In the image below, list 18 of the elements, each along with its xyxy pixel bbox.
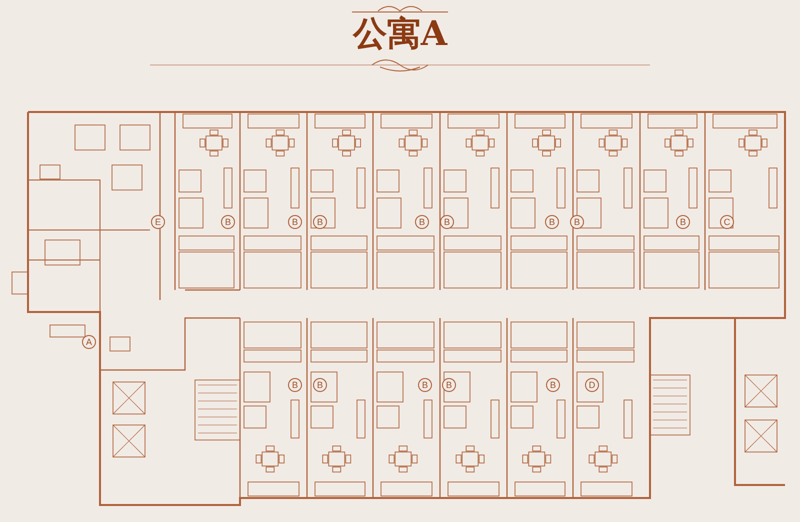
unit-label: B <box>415 215 429 229</box>
unit-label: B <box>313 215 327 229</box>
unit-label: B <box>313 378 327 392</box>
unit-label: B <box>545 215 559 229</box>
unit-label: D <box>585 378 599 392</box>
title: 公寓A <box>352 14 448 54</box>
unit-label: B <box>288 378 302 392</box>
unit-label: B <box>221 215 235 229</box>
unit-label: B <box>418 378 432 392</box>
unit-label: A <box>82 335 96 349</box>
unit-label: B <box>442 378 456 392</box>
unit-label: B <box>288 215 302 229</box>
unit-label: B <box>546 378 560 392</box>
unit-label: B <box>570 215 584 229</box>
unit-label: E <box>151 215 165 229</box>
unit-label: B <box>676 215 690 229</box>
unit-label: C <box>720 215 734 229</box>
unit-label: B <box>440 215 454 229</box>
